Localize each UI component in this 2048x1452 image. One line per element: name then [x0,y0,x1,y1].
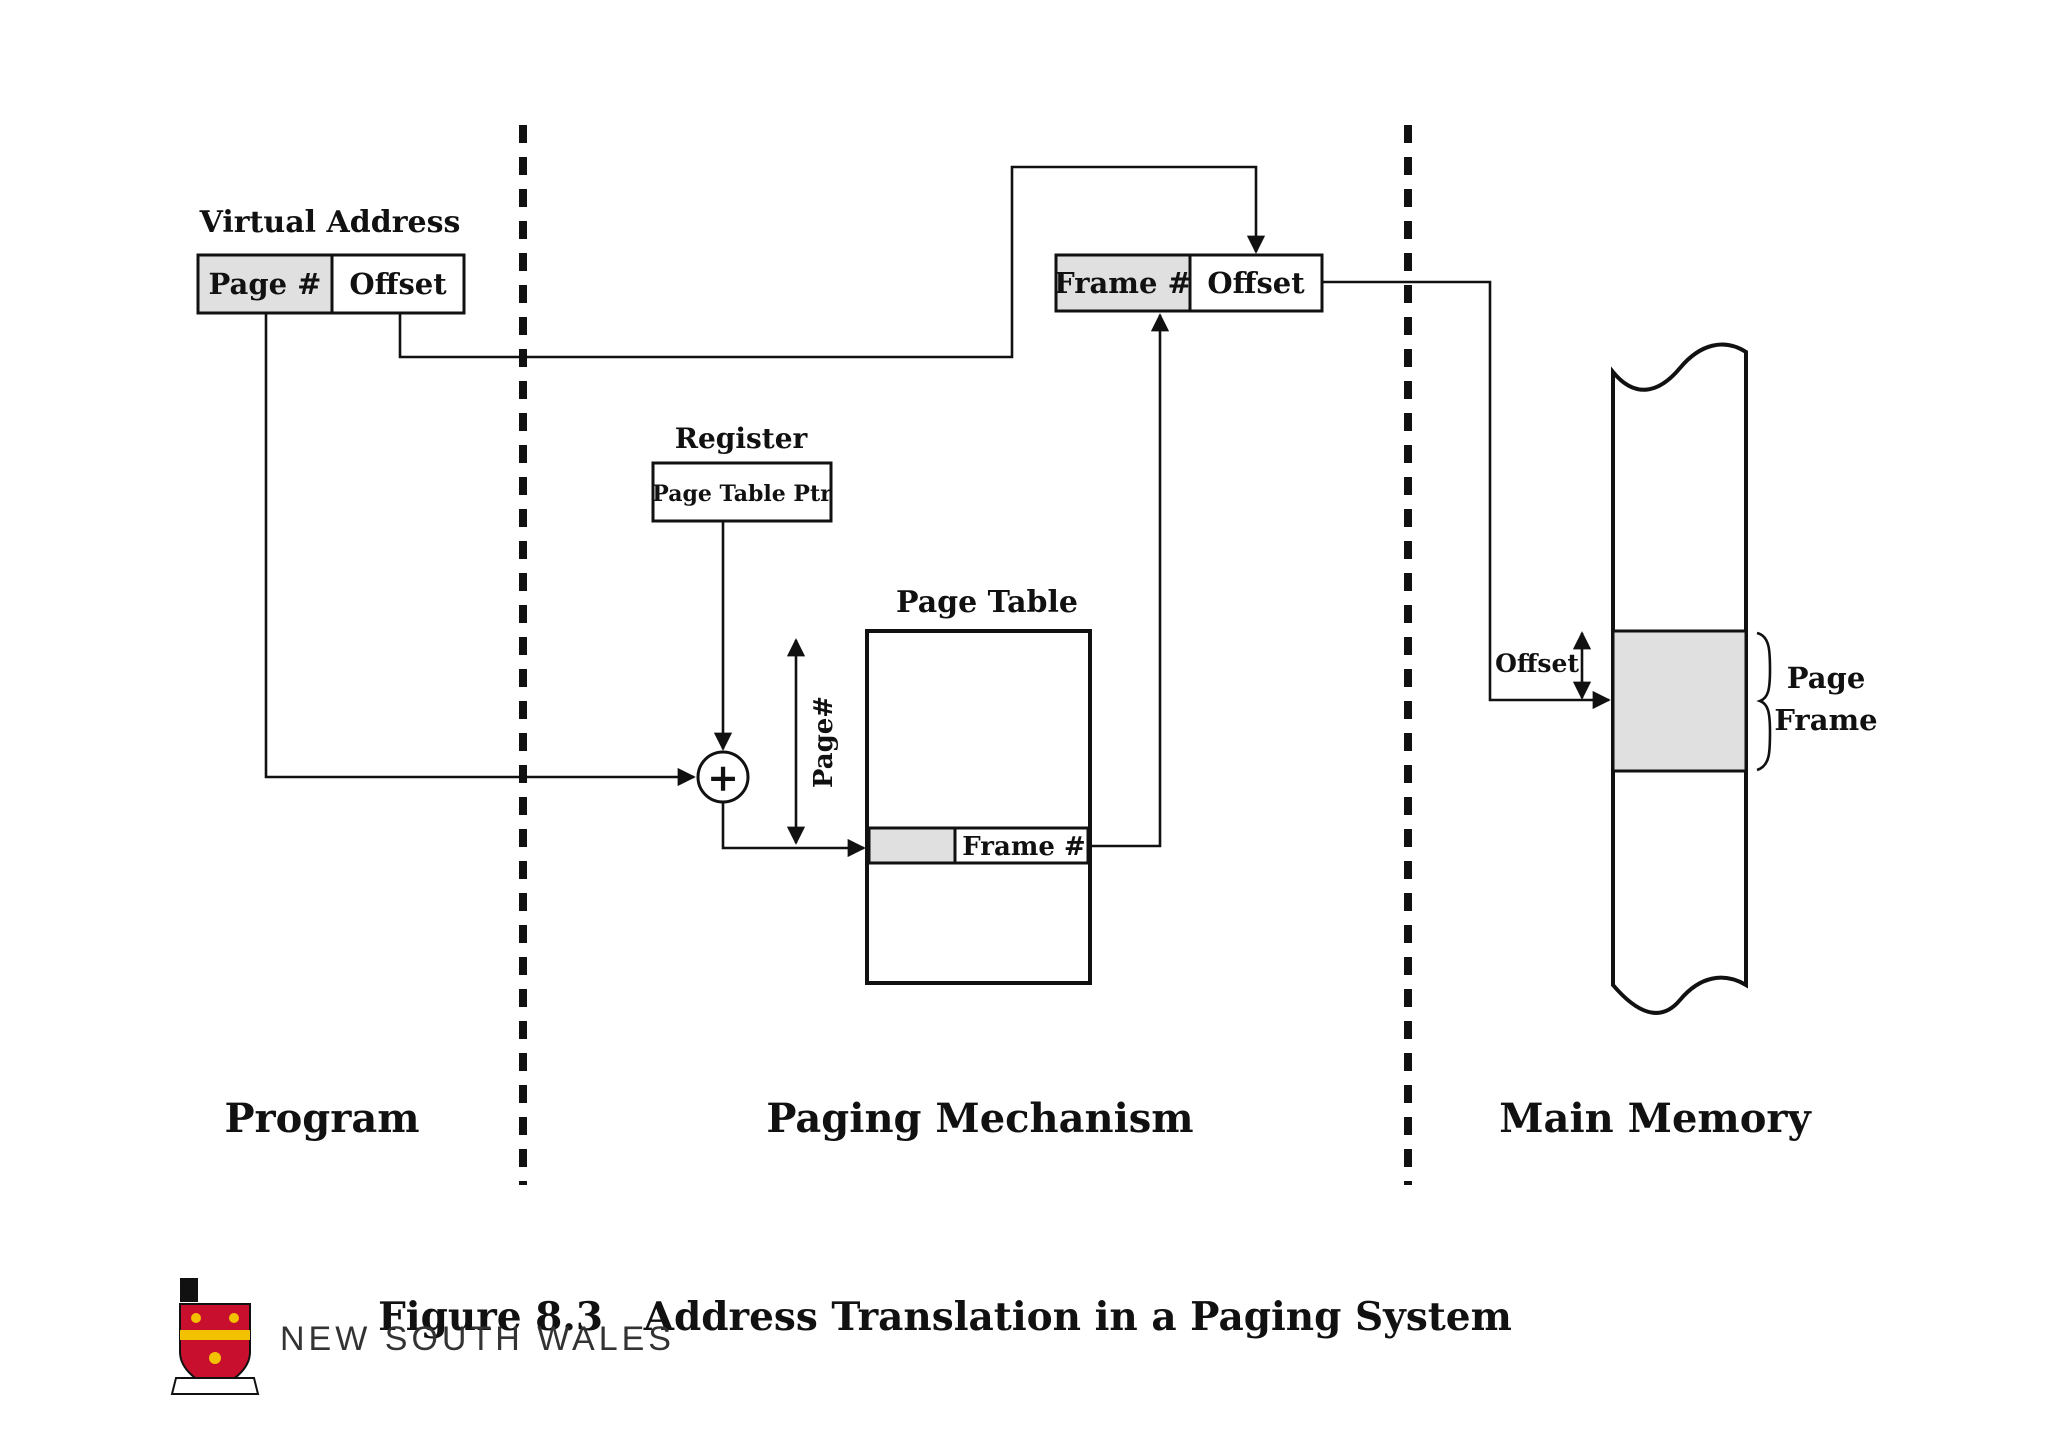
crest-band [180,1330,250,1340]
page-table-entry-index [867,826,957,865]
crest-star-right [229,1313,239,1323]
university-crest [170,1278,260,1395]
page-frame-brace [1756,631,1772,772]
va-offset-field [330,253,466,315]
crest-star-left [191,1313,201,1323]
page-frame-label-bottom: Frame [1774,703,1877,737]
adder-symbol: + [707,755,739,800]
figure-caption: Figure 8.3 Address Translation in a Pagi… [378,1294,1512,1340]
register-title: Register [675,422,809,455]
crest-top-mark [180,1278,198,1302]
va-page-label: Page # [209,267,322,301]
va-offset-label: Offset [349,267,447,301]
page-table-entry-frame [953,826,1090,865]
adder-to-entry-arrow [721,802,866,858]
section-label-memory: Main Memory [1499,1095,1812,1142]
memory-offset-label: Offset [1495,649,1579,678]
page-frame-block [1611,629,1748,773]
page-table-box [865,629,1092,985]
crest-star-bottom [209,1352,221,1364]
virtual-address-title: Virtual Address [199,205,461,240]
crest-shield [179,1303,251,1390]
register-box [651,461,833,523]
frame-to-address-arrow [1090,313,1170,848]
crest-scroll [170,1377,260,1395]
university-name: NEW SOUTH WALES [280,1320,675,1358]
offset-passthrough-arrow [398,165,1266,359]
pa-frame-label: Frame # [1054,266,1192,300]
page-table-title: Page Table [896,585,1078,620]
register-label: Page Table Ptr [652,481,832,507]
page-index-label: Page# [809,696,839,788]
page-frame-label-top: Page [1787,661,1866,695]
address-to-memory-arrow [1322,280,1611,710]
page-to-adder-arrow [264,313,696,787]
section-label-paging: Paging Mechanism [766,1095,1193,1142]
section-label-program: Program [224,1095,419,1142]
pa-offset-field [1188,253,1324,313]
pa-offset-label: Offset [1207,266,1305,300]
page-table-entry-label: Frame # [962,832,1085,862]
